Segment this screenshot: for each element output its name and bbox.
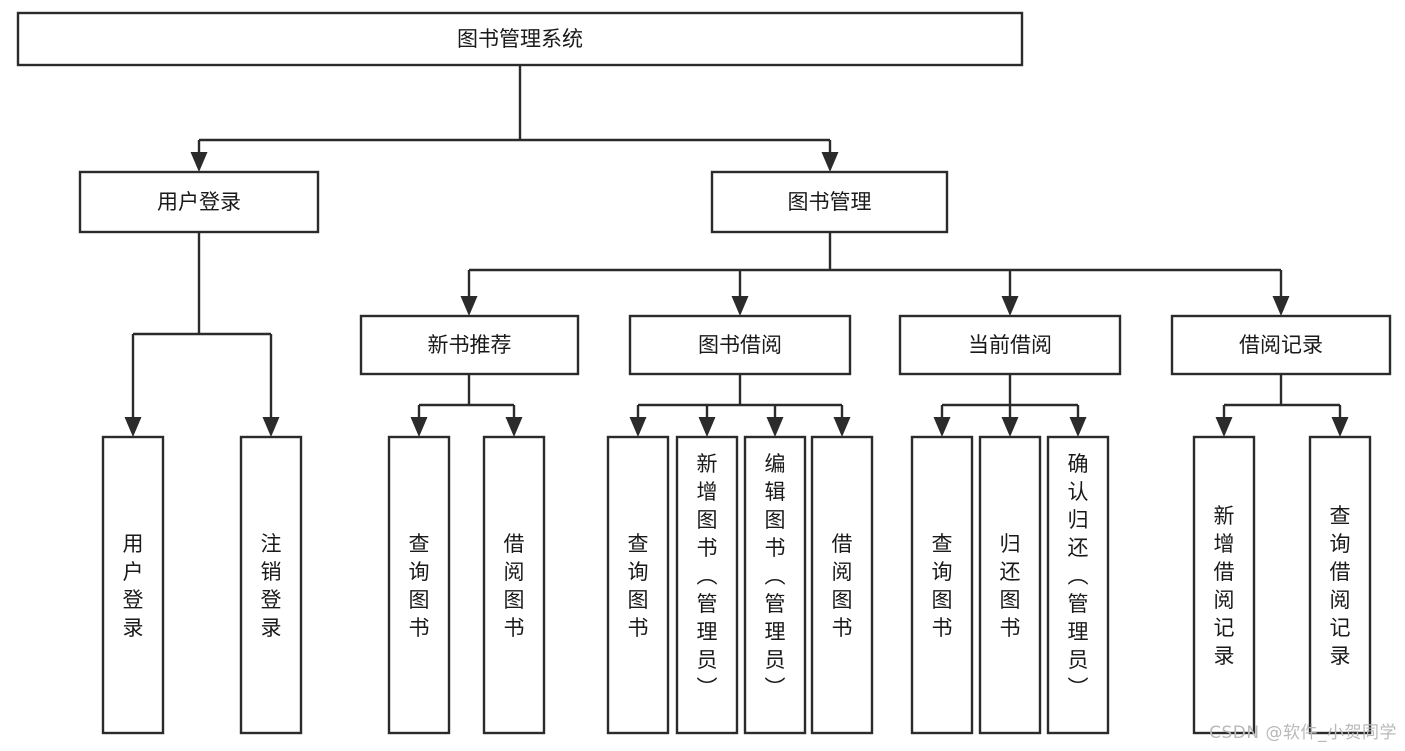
node-user-login[interactable]: 用户登录 [78, 170, 320, 234]
node-leaf-add-borrow-record-box[interactable] [1192, 435, 1256, 735]
conn-root-to-level2-arrow-0 [190, 152, 208, 172]
conn-current-to-leaves-arrow-0 [933, 417, 951, 437]
node-leaf-query-borrow-record[interactable]: 查询借阅记录 [1308, 435, 1372, 735]
node-leaf-query-book-current-box[interactable] [910, 435, 974, 735]
node-leaf-query-borrow-record-box[interactable] [1308, 435, 1372, 735]
node-leaf-query-book-recommend-box[interactable] [387, 435, 451, 735]
node-leaf-borrow-book-label: 借阅图书 [832, 532, 853, 640]
conn-user-login-to-leaves-arrow-0 [124, 417, 142, 437]
node-root[interactable]: 图书管理系统 [16, 11, 1024, 67]
node-book-borrow-box[interactable] [628, 314, 852, 376]
nodes-layer: 图书管理系统用户登录图书管理新书推荐图书借阅当前借阅借阅记录用户登录注销登录查询… [16, 11, 1392, 735]
connectors-layer [124, 65, 1349, 437]
node-root-label: 图书管理系统 [457, 27, 583, 51]
conn-record-to-leaves-arrow-1 [1331, 417, 1349, 437]
node-leaf-user-login[interactable]: 用户登录 [101, 435, 165, 735]
node-leaf-borrow-book-recommend[interactable]: 借阅图书 [482, 435, 546, 735]
node-leaf-add-borrow-record-label: 新增借阅记录 [1214, 504, 1235, 668]
node-book-management-box[interactable] [710, 170, 949, 234]
conn-current-to-leaves-arrow-1 [1001, 417, 1019, 437]
node-leaf-borrow-book-recommend-box[interactable] [482, 435, 546, 735]
conn-book-management-to-level3-arrow-0 [460, 296, 478, 316]
node-leaf-add-borrow-record[interactable]: 新增借阅记录 [1192, 435, 1256, 735]
node-user-login-label: 用户登录 [157, 190, 241, 214]
node-current-borrow-label: 当前借阅 [968, 333, 1052, 357]
node-leaf-query-book-current[interactable]: 查询图书 [910, 435, 974, 735]
conn-book-management-to-level3 [460, 232, 1290, 316]
node-leaf-query-borrow-record-label: 查询借阅记录 [1330, 504, 1351, 668]
conn-user-login-to-leaves [124, 232, 280, 437]
node-new-book-recommend[interactable]: 新书推荐 [359, 314, 580, 376]
node-root-box[interactable] [16, 11, 1024, 67]
node-leaf-confirm-return-admin[interactable]: 确认归还︵管理员︶ [1046, 435, 1110, 735]
node-leaf-user-logout-label: 注销登录 [261, 532, 282, 640]
node-leaf-user-logout-box[interactable] [239, 435, 303, 735]
node-leaf-user-login-label: 用户登录 [123, 532, 144, 640]
node-leaf-edit-book-admin[interactable]: 编辑图书︵管理员︶ [743, 435, 807, 735]
conn-recommend-to-leaves-arrow-1 [505, 417, 523, 437]
node-leaf-return-book-box[interactable] [978, 435, 1042, 735]
node-leaf-borrow-book[interactable]: 借阅图书 [810, 435, 874, 735]
node-leaf-borrow-book-recommend-label: 借阅图书 [504, 532, 525, 640]
node-leaf-borrow-book-box[interactable] [810, 435, 874, 735]
conn-current-to-leaves-arrow-2 [1069, 417, 1087, 437]
node-book-borrow-label: 图书借阅 [698, 333, 782, 357]
conn-book-management-to-level3-arrow-2 [1001, 296, 1019, 316]
node-book-management-label: 图书管理 [788, 190, 872, 214]
node-leaf-confirm-return-admin-box[interactable] [1046, 435, 1110, 735]
node-leaf-query-book-borrow-box[interactable] [606, 435, 670, 735]
conn-borrow-to-leaves-arrow-1 [698, 417, 716, 437]
conn-borrow-to-leaves [629, 374, 851, 437]
node-leaf-edit-book-admin-box[interactable] [743, 435, 807, 735]
conn-borrow-to-leaves-arrow-0 [629, 417, 647, 437]
conn-root-to-level2 [190, 65, 839, 172]
conn-record-to-leaves-arrow-0 [1215, 417, 1233, 437]
node-leaf-user-login-box[interactable] [101, 435, 165, 735]
node-leaf-query-book-current-label: 查询图书 [932, 532, 953, 640]
conn-user-login-to-leaves-arrow-1 [262, 417, 280, 437]
node-leaf-query-book-borrow-label: 查询图书 [628, 532, 649, 640]
node-current-borrow-box[interactable] [898, 314, 1122, 376]
node-leaf-confirm-return-admin-label: 确认归还︵管理员︶ [1068, 452, 1089, 700]
conn-borrow-to-leaves-arrow-2 [766, 417, 784, 437]
node-user-login-box[interactable] [78, 170, 320, 234]
conn-book-management-to-level3-arrow-1 [731, 296, 749, 316]
conn-root-to-level2-arrow-1 [821, 152, 839, 172]
node-book-borrow[interactable]: 图书借阅 [628, 314, 852, 376]
node-book-management[interactable]: 图书管理 [710, 170, 949, 234]
conn-record-to-leaves [1215, 374, 1349, 437]
node-leaf-query-book-borrow[interactable]: 查询图书 [606, 435, 670, 735]
csdn-watermark: CSDN @软件_小贺同学 [1209, 723, 1397, 743]
node-current-borrow[interactable]: 当前借阅 [898, 314, 1122, 376]
node-borrow-record-label: 借阅记录 [1239, 333, 1323, 357]
node-borrow-record[interactable]: 借阅记录 [1170, 314, 1392, 376]
node-leaf-add-book-admin-label: 新增图书︵管理员︶ [697, 452, 718, 700]
node-leaf-return-book-label: 归还图书 [1000, 532, 1021, 640]
node-leaf-query-book-recommend[interactable]: 查询图书 [387, 435, 451, 735]
node-leaf-edit-book-admin-label: 编辑图书︵管理员︶ [765, 452, 786, 700]
node-new-book-recommend-label: 新书推荐 [428, 333, 512, 357]
node-new-book-recommend-box[interactable] [359, 314, 580, 376]
node-borrow-record-box[interactable] [1170, 314, 1392, 376]
conn-borrow-to-leaves-arrow-3 [833, 417, 851, 437]
conn-current-to-leaves [933, 374, 1087, 437]
node-leaf-add-book-admin[interactable]: 新增图书︵管理员︶ [675, 435, 739, 735]
node-leaf-return-book[interactable]: 归还图书 [978, 435, 1042, 735]
node-leaf-query-book-recommend-label: 查询图书 [409, 532, 430, 640]
conn-recommend-to-leaves-arrow-0 [410, 417, 428, 437]
node-leaf-add-book-admin-box[interactable] [675, 435, 739, 735]
node-leaf-user-logout[interactable]: 注销登录 [239, 435, 303, 735]
conn-recommend-to-leaves [410, 374, 523, 437]
conn-book-management-to-level3-arrow-3 [1272, 296, 1290, 316]
